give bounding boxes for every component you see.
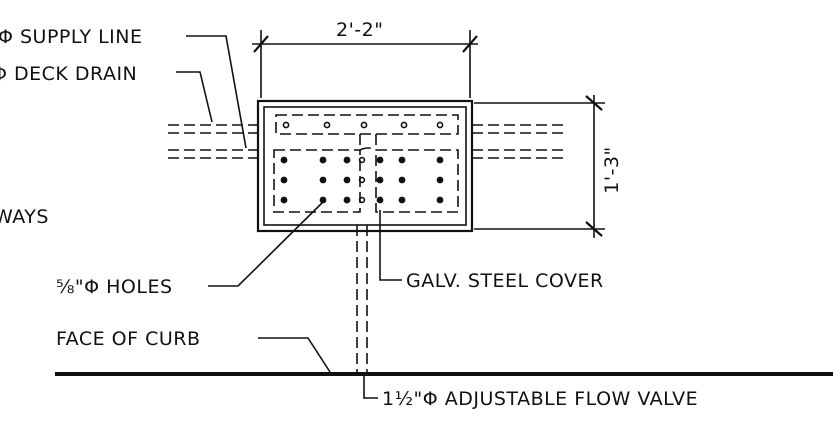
cover-right-panel	[375, 149, 459, 213]
width-dimension	[252, 30, 478, 98]
hole	[282, 121, 290, 129]
hole	[398, 176, 406, 184]
hole	[343, 176, 351, 184]
hole	[319, 176, 327, 184]
hole	[358, 156, 366, 164]
holes-label: ⅝"Φ HOLES	[56, 276, 173, 298]
hole	[280, 176, 288, 184]
cover-left-panel	[273, 149, 361, 213]
hole	[343, 156, 351, 164]
box-outer-edge	[256, 99, 474, 233]
hole	[376, 196, 384, 204]
height-dimension	[474, 95, 605, 238]
hole	[436, 121, 444, 129]
hole	[436, 156, 444, 164]
hidden-pipes	[168, 124, 568, 159]
hole	[360, 121, 368, 129]
hole	[323, 121, 331, 129]
cover-top-strip	[275, 114, 459, 135]
box-inner-edge	[263, 106, 467, 226]
curb-label: FACE OF CURB	[56, 328, 201, 350]
height-dimension-value: 1'-3"	[601, 146, 623, 194]
hole	[398, 156, 406, 164]
hole	[319, 156, 327, 164]
hole	[436, 196, 444, 204]
hole	[400, 121, 408, 129]
leader-lines	[176, 35, 402, 399]
hole	[319, 196, 327, 204]
hole	[280, 196, 288, 204]
valve-label: 1½"Φ ADJUSTABLE FLOW VALVE	[382, 388, 698, 410]
valve-stem	[356, 225, 368, 372]
hole	[436, 176, 444, 184]
hole	[398, 196, 406, 204]
hole	[376, 156, 384, 164]
cover-center-channel	[359, 134, 377, 151]
hole	[358, 176, 366, 184]
hole	[280, 156, 288, 164]
drain-box	[256, 99, 474, 233]
cover-label: GALV. STEEL COVER	[406, 270, 604, 292]
supply-line-label: Φ SUPPLY LINE	[0, 26, 143, 48]
ways-label: WAYS	[0, 206, 49, 228]
hole	[376, 176, 384, 184]
hole	[343, 196, 351, 204]
deck-drain-label: Φ DECK DRAIN	[0, 63, 137, 85]
hole	[358, 196, 366, 204]
steel-cover-outline	[273, 114, 459, 213]
width-dimension-value: 2'-2"	[336, 19, 384, 41]
hole-pattern	[280, 121, 444, 204]
